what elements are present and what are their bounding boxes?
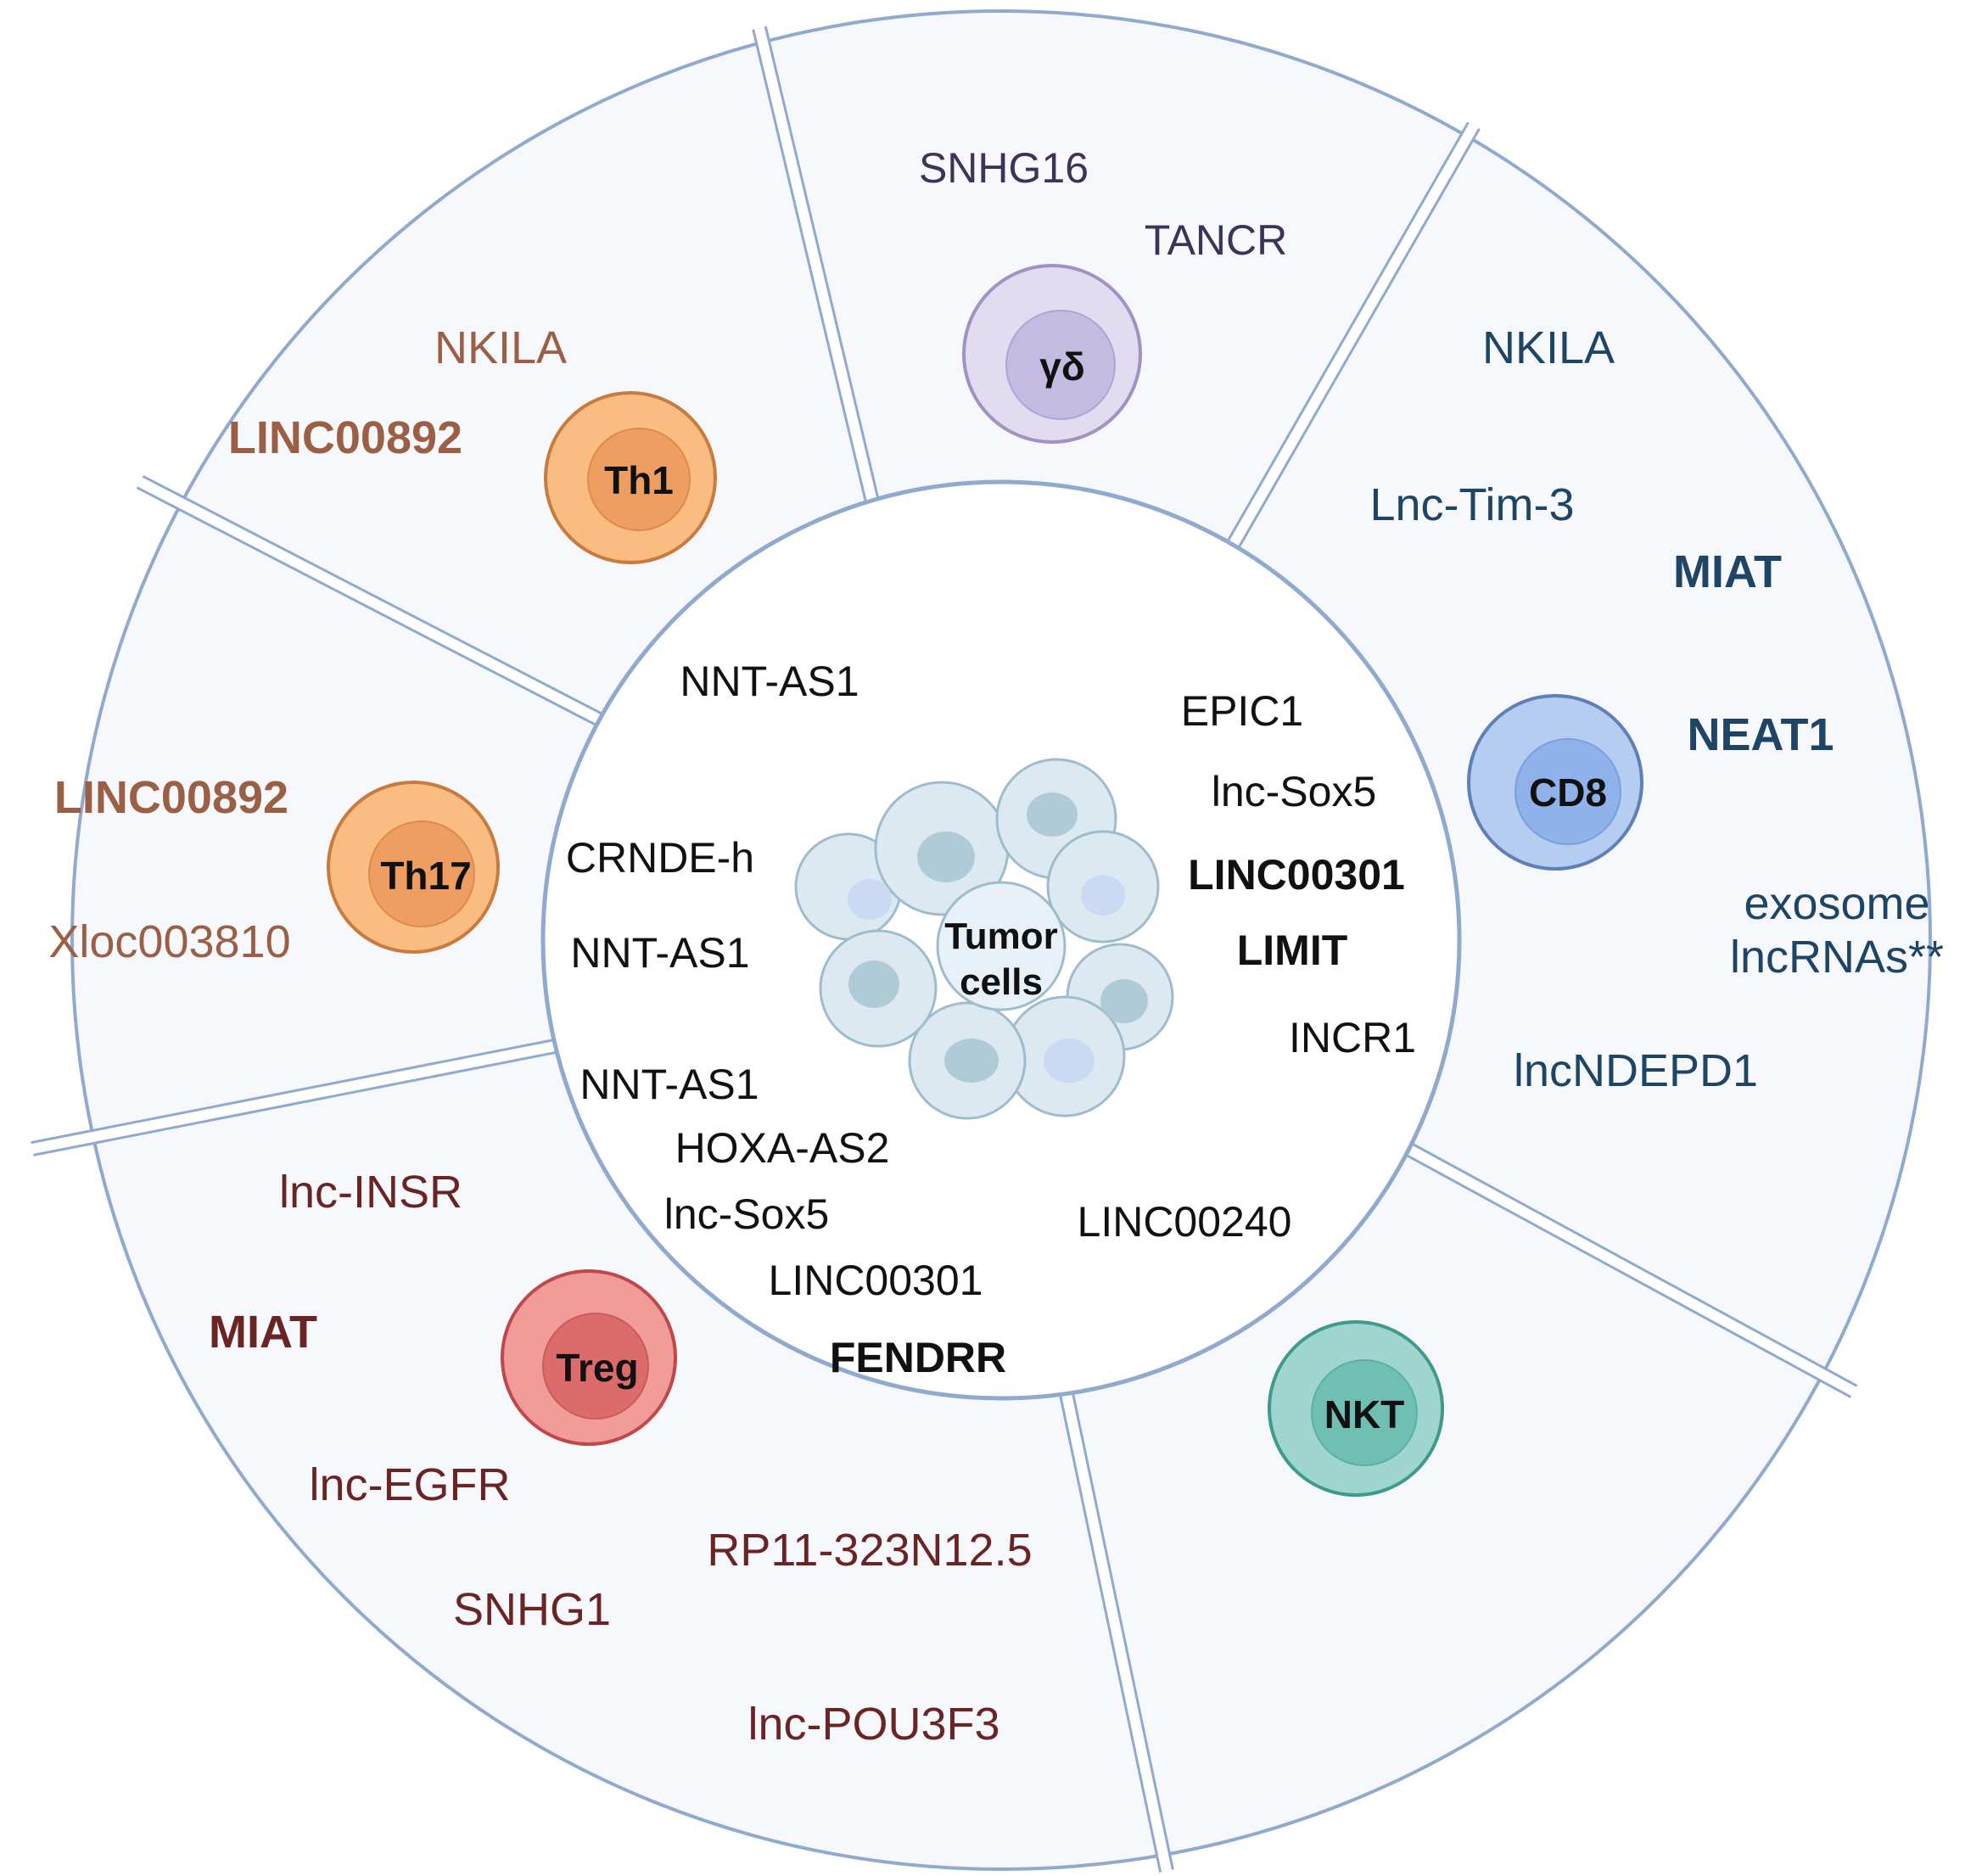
lncrna-label: NNT-AS1 [570,929,749,977]
lncrna-label: NEAT1 [1687,709,1834,760]
tumor-nucleus [848,960,899,1008]
treg-cell-label: Treg [556,1346,638,1390]
cd8-outer-lncrnas: NKILA Lnc-Tim-3 MIAT NEAT1 exosome lncRN… [1369,322,1944,1096]
nkt-cell-label: NKT [1324,1392,1405,1436]
cd8-cell: CD8 [1467,694,1643,871]
th1-outer-lncrnas: NKILA LINC00892 [228,322,567,463]
th1-cell-nucleus [587,428,691,531]
lncrna-label: LINC00301 [769,1257,983,1304]
lncrna-label: lnc-POU3F3 [747,1699,999,1750]
tumor-nucleus [1027,792,1078,837]
lncrna-label: CRNDE-h [566,834,754,882]
tumor-nucleus [944,1039,999,1083]
lncrna-label: EPIC1 [1181,687,1304,735]
lncrna-label: lnc-Sox5 [664,1190,830,1238]
lncrna-label: NNT-AS1 [680,658,859,705]
th1-cell-label: Th1 [604,458,674,502]
lncrna-label: MIAT [209,1307,317,1358]
treg-cell-nucleus [542,1313,649,1420]
lncrna-label: Xloc003810 [48,916,290,967]
tumor-label-line1: Tumor [944,916,1058,957]
cd8-cell-label: CD8 [1529,770,1607,815]
lncrna-label: SNHG1 [453,1584,611,1635]
th17-cell-label: Th17 [380,854,471,898]
th1-cell: Th1 [544,391,717,564]
lncrna-label: LINC00892 [54,772,288,823]
lncrna-label: LINC00892 [228,412,462,463]
lncrna-label: INCR1 [1289,1014,1416,1061]
tumor-nucleus [1044,1039,1095,1083]
lncrna-label: LIMIT [1237,927,1348,974]
tumor-nucleus [848,879,892,920]
lncrna-label: lnc-Sox5 [1212,768,1377,815]
treg-outer-lncrnas: lnc-INSR MIAT lnc-EGFR RP11-323N12.5 SNH… [209,1167,1033,1750]
tumor-nucleus [1081,875,1125,916]
tumor-nucleus [1100,979,1148,1023]
gamma-delta-cell-label: γδ [1039,344,1084,389]
treg-cell: Treg [501,1269,677,1446]
th17-cell-nucleus [368,820,475,927]
lncrna-label: exosome [1744,878,1929,929]
gamma-delta-cell-nucleus [1005,310,1116,420]
cd8-inner-lncrnas: EPIC1 lnc-Sox5 LINC00301 LIMIT INCR1 [1181,687,1416,1061]
lncrna-label: Lnc-Tim-3 [1369,479,1574,530]
nkt-inner-lncrnas: LINC00240 [1078,1198,1292,1246]
nkt-cell-nucleus [1311,1359,1418,1466]
th17-outer-lncrnas: LINC00892 Xloc003810 [48,772,290,967]
lncrna-label: LINC00301 [1188,851,1405,899]
lncrna-label: SNHG16 [919,144,1089,192]
lncrna-label: FENDRR [830,1334,1006,1381]
lncrna-label: LINC00240 [1078,1198,1292,1246]
lncrna-label: NKILA [1482,322,1615,373]
nkt-cell: NKT [1268,1320,1444,1497]
lncrna-label: MIAT [1673,546,1782,597]
tumor-cell-blob [936,881,1067,1011]
lncrna-label: RP11-323N12.5 [707,1525,1032,1576]
lncrna-label: lncRNAs** [1730,932,1944,983]
th1-inner-lncrnas: NNT-AS1 [680,658,859,705]
lncrna-label: lnc-EGFR [309,1459,510,1510]
lncrna-label: lncNDEPD1 [1514,1045,1758,1096]
lncrna-label: NKILA [434,322,567,373]
lncrna-label: lnc-INSR [279,1167,462,1218]
tumor-cells-cluster: Tumor cells [794,758,1174,1120]
tumor-label-line2: cells [960,961,1043,1003]
th17-cell: Th17 [327,781,500,954]
lncrna-label: HOXA-AS2 [675,1124,890,1172]
lncrna-label: TANCR [1145,216,1288,264]
cd8-cell-nucleus [1514,738,1621,845]
th17-inner-lncrnas: CRNDE-h NNT-AS1 [566,834,754,977]
treg-inner-lncrnas: NNT-AS1 HOXA-AS2 lnc-Sox5 LINC00301 FEND… [579,1061,1006,1381]
lncrna-label: NNT-AS1 [579,1061,759,1108]
gamma-delta-cell: γδ [962,264,1142,444]
gamma-delta-outer-lncrnas: SNHG16 TANCR [919,144,1287,264]
tumor-nucleus [917,832,975,882]
